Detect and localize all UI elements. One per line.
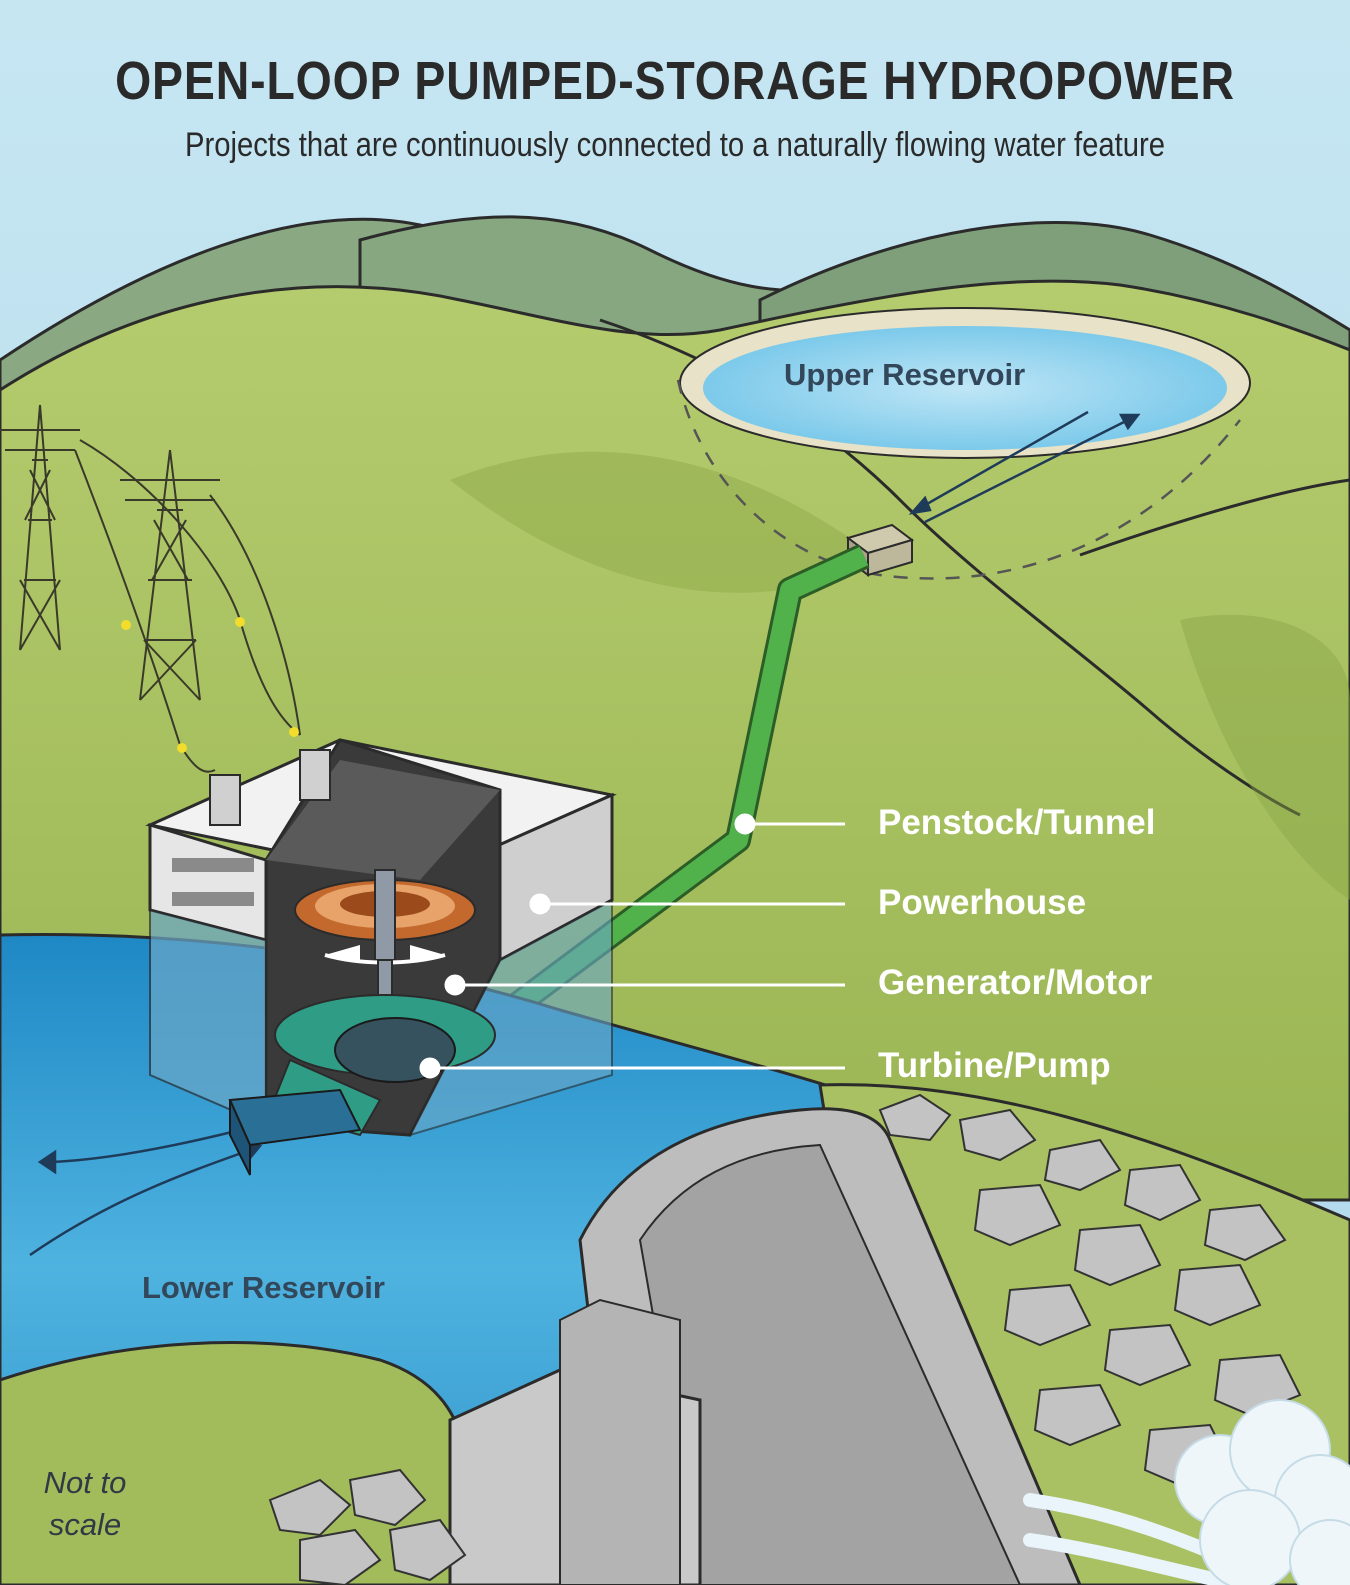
leader-lines (419, 813, 845, 1079)
generator-motor (294, 869, 476, 965)
scale-note: Not to scale (30, 1462, 140, 1546)
upper-reservoir-label: Upper Reservoir (784, 357, 1026, 392)
powerhouse-label: Powerhouse (878, 883, 1087, 922)
scale-note-line1: Not to (43, 1465, 127, 1500)
penstock-label: Penstock/Tunnel (878, 803, 1156, 842)
lower-reservoir-label: Lower Reservoir (142, 1270, 385, 1305)
rocks-left (268, 1468, 467, 1585)
diagram-title: OPEN-LOOP PUMPED-STORAGE HYDROPOWER (115, 51, 1235, 111)
hill-shadow (450, 451, 880, 593)
line-insulators (121, 617, 299, 753)
dam-structure (448, 1107, 1082, 1585)
generator-label: Generator/Motor (878, 963, 1153, 1002)
spray-cloud (1174, 1399, 1350, 1585)
upper-reservoir-water (703, 326, 1227, 450)
ridge-line-right (1079, 478, 1350, 557)
hill-shadow-right (1180, 614, 1350, 900)
diagram-subtitle: Projects that are continuously connected… (184, 126, 1166, 164)
upper-flow-arrows (908, 410, 1141, 524)
turbine-label: Turbine/Pump (878, 1046, 1111, 1085)
transmission-towers (0, 404, 301, 773)
scale-note-line2: scale (48, 1507, 122, 1542)
tailrace-outlet (228, 1088, 362, 1176)
